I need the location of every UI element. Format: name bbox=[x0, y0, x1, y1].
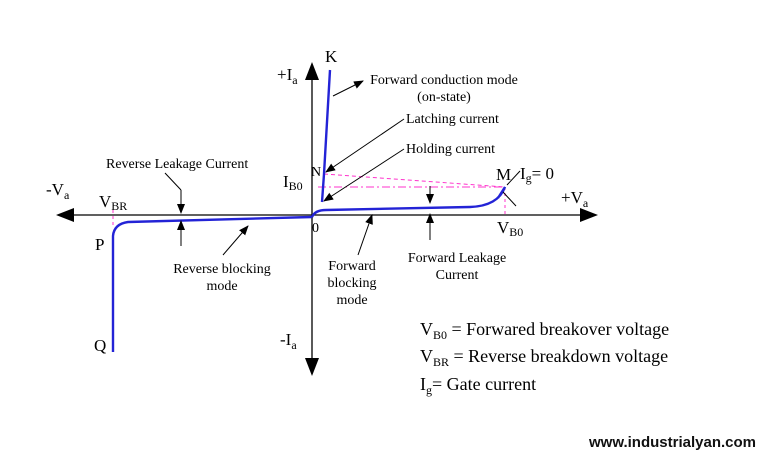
x-axis-right-arrow bbox=[580, 208, 598, 222]
ig-zero-label: Ig= 0 bbox=[520, 164, 554, 185]
forward-blocking-mode-label: mode bbox=[336, 293, 367, 308]
point-labels: K N M P Q IB0 VBR VB0 Ig= 0 bbox=[94, 47, 554, 355]
point-m-label: M bbox=[496, 165, 511, 184]
point-p-label: P bbox=[95, 235, 104, 254]
y-axis-top-arrow bbox=[305, 62, 319, 80]
forward-conduction-pointer bbox=[332, 80, 364, 97]
axes bbox=[56, 62, 598, 376]
holding-pointer bbox=[323, 148, 405, 202]
axis-labels: +Ia -Ia +Va -Va 0 bbox=[46, 65, 589, 352]
neg-y-axis-label: -Ia bbox=[280, 330, 297, 352]
reverse-leakage-pointer bbox=[164, 172, 182, 191]
n-to-m-dashed-line bbox=[323, 173, 506, 188]
legend: VB0 = Forwared breakover voltage VBR = R… bbox=[420, 319, 669, 397]
reference-lines bbox=[112, 173, 506, 228]
forward-conduction-label: Forward conduction mode bbox=[370, 73, 518, 88]
vb0-pointer bbox=[502, 191, 517, 207]
x-axis-left-arrow bbox=[56, 208, 74, 222]
reverse-leakage-label: Reverse Leakage Current bbox=[106, 157, 248, 172]
latching-pointer bbox=[325, 118, 405, 173]
forward-blocking-characteristic bbox=[310, 186, 507, 218]
forward-blocking-word-label: blocking bbox=[328, 276, 377, 291]
reverse-blocking-label: Reverse blocking bbox=[173, 262, 271, 277]
point-n-label: N bbox=[311, 165, 321, 180]
vi-curve bbox=[111, 69, 507, 352]
legend-vbr: VBR = Reverse breakdown voltage bbox=[420, 346, 668, 369]
origin-label: 0 bbox=[312, 221, 319, 236]
pos-y-axis-label: +Ia bbox=[277, 65, 298, 87]
annotations: Forward conduction mode (on-state) Latch… bbox=[106, 73, 518, 308]
forward-leakage-current-label: Current bbox=[436, 268, 479, 283]
legend-ig: Ig= Gate current bbox=[420, 374, 536, 397]
watermark: www.industrialyan.com bbox=[588, 434, 756, 451]
pointer-lines bbox=[164, 80, 521, 256]
forward-blocking-pointer bbox=[357, 214, 373, 256]
reverse-characteristic bbox=[111, 215, 313, 352]
latching-current-label: Latching current bbox=[406, 112, 499, 127]
ib0-label: IB0 bbox=[283, 172, 303, 193]
vbr-label: VBR bbox=[99, 192, 127, 213]
vb0-label: VB0 bbox=[497, 218, 523, 239]
neg-x-axis-label: -Va bbox=[46, 180, 70, 202]
on-state-label: (on-state) bbox=[417, 90, 471, 105]
ig0-pointer bbox=[506, 170, 521, 186]
point-q-label: Q bbox=[94, 336, 106, 355]
holding-current-label: Holding current bbox=[406, 142, 495, 157]
y-axis-bottom-arrow bbox=[305, 358, 319, 376]
forward-leakage-label: Forward Leakage bbox=[408, 251, 506, 266]
point-k-label: K bbox=[325, 47, 338, 66]
legend-vb0: VB0 = Forwared breakover voltage bbox=[420, 319, 669, 342]
forward-blocking-label: Forward bbox=[328, 259, 375, 274]
reverse-blocking-mode-label: mode bbox=[206, 279, 237, 294]
reverse-blocking-pointer bbox=[222, 225, 249, 256]
pos-x-axis-label: +Va bbox=[561, 188, 589, 210]
on-state-characteristic bbox=[320, 69, 332, 203]
